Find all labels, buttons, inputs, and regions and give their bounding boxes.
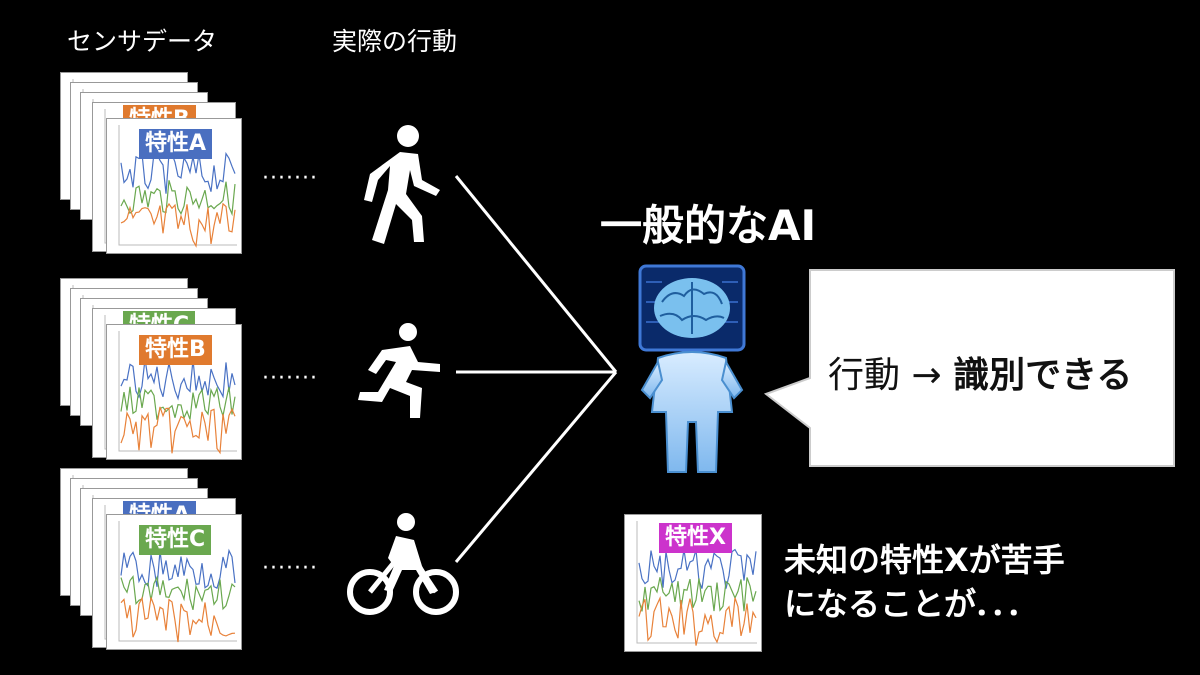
- note-line-1: 未知の特性Xが苦手: [784, 541, 1065, 579]
- running-person-icon: [358, 323, 440, 418]
- sensor-card-front: 特性C: [106, 514, 242, 650]
- sensor-trace: [120, 596, 236, 643]
- sensor-trace: [120, 575, 236, 611]
- walking-person-icon: [364, 125, 440, 244]
- actual-action-header: 実際の行動: [332, 27, 458, 56]
- sensor-trace: [638, 577, 757, 612]
- sensor-data-header: センサデータ: [67, 27, 218, 56]
- sensor-trace: [120, 386, 236, 420]
- sensor-trace: [120, 548, 236, 589]
- ellipsis-connector: ·······: [262, 366, 318, 391]
- sensor-trace: [120, 406, 236, 455]
- sensor-trace: [120, 180, 236, 217]
- sensor-trace: [120, 202, 236, 248]
- connector-line: [454, 371, 618, 563]
- bubble-text: 行動 → 識別できる: [828, 346, 1132, 398]
- sensor-trace: [638, 595, 757, 646]
- sensor-stack-row-2: 特性C 特性B: [58, 276, 248, 466]
- trait-tag-front: 特性C: [139, 525, 212, 555]
- general-ai-title: 一般的なAI: [600, 201, 817, 250]
- sensor-stack-row-3: 特性A 特性C: [58, 466, 248, 656]
- connector-line: [454, 175, 618, 373]
- note-line-2: になることが．．．: [784, 585, 1039, 623]
- trait-tag-front: 特性B: [139, 335, 212, 365]
- bubble-prefix: 行動 →: [828, 355, 954, 396]
- sensor-stack-row-1: 特性B 特性A: [58, 70, 248, 260]
- bubble-bold: 識別できる: [953, 355, 1133, 396]
- sensor-card-front: 特性A: [106, 118, 242, 254]
- ai-brain-figure-icon: [638, 264, 746, 473]
- unknown-trait-note: 未知の特性Xが苦手 になることが．．．: [784, 538, 1065, 626]
- speech-bubble: [763, 269, 1175, 467]
- ellipsis-connector: ·······: [262, 556, 318, 581]
- sensor-trace: [638, 548, 757, 589]
- ellipsis-connector: ·······: [262, 166, 318, 191]
- trait-tag-unknown: 特性X: [659, 523, 732, 553]
- trait-tag-front: 特性A: [139, 129, 213, 159]
- cyclist-icon: [347, 513, 459, 615]
- sensor-card-unknown: 特性X: [624, 514, 762, 652]
- sensor-card-front: 特性B: [106, 324, 242, 460]
